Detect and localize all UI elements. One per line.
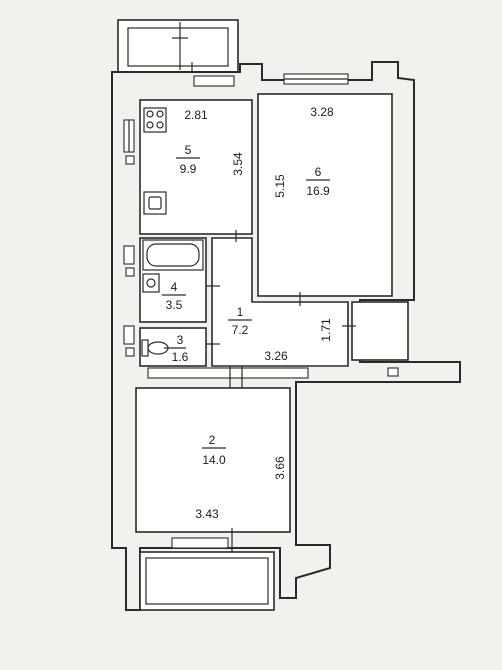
room-3-toilet xyxy=(139,327,207,367)
room-2-area: 14.0 xyxy=(202,453,226,467)
window-left-2 xyxy=(123,245,135,265)
window-bottom xyxy=(171,537,229,549)
room-1-number: 1 xyxy=(237,305,244,319)
room-3-area: 1.6 xyxy=(172,350,189,364)
window-left-3 xyxy=(123,325,135,345)
room-2-living xyxy=(135,387,291,533)
vent-left-1 xyxy=(125,155,135,165)
room-2-number: 2 xyxy=(209,433,216,447)
dim-living-depth: 3.66 xyxy=(273,456,287,480)
vent-left-3 xyxy=(125,347,135,357)
dim-living-width: 3.43 xyxy=(195,507,219,521)
room-3-number: 3 xyxy=(177,333,184,347)
room-5-area: 9.9 xyxy=(180,162,197,176)
corridor-wall-strip xyxy=(147,367,309,379)
room-5-number: 5 xyxy=(185,143,192,157)
bottom-balcony xyxy=(139,551,275,611)
dim-kitchen-depth: 3.54 xyxy=(231,152,245,176)
vent-left-2 xyxy=(125,267,135,277)
washbasin-icon xyxy=(142,273,160,293)
bathtub-icon xyxy=(142,239,204,271)
room-6-bedroom xyxy=(257,93,393,297)
marker-2 xyxy=(387,367,399,377)
window-top-kitchen xyxy=(193,75,235,87)
dim-bedroom-depth: 5.15 xyxy=(273,174,287,198)
stove-icon xyxy=(143,107,167,133)
room-6-area: 16.9 xyxy=(306,184,330,198)
room-4-area: 3.5 xyxy=(166,298,183,312)
room-6-number: 6 xyxy=(315,165,322,179)
dim-corridor-depth: 1.71 xyxy=(319,318,333,342)
room-1-area: 7.2 xyxy=(232,323,249,337)
room-1-hallway xyxy=(211,237,349,367)
entry-alcove xyxy=(351,301,409,361)
dim-bedroom-width: 3.28 xyxy=(310,105,334,119)
sink-icon xyxy=(143,191,167,215)
room-4-bathroom xyxy=(139,237,207,323)
top-balcony xyxy=(117,19,239,73)
dim-kitchen-width: 2.81 xyxy=(184,108,208,122)
dim-corridor-width: 3.26 xyxy=(264,349,288,363)
room-4-number: 4 xyxy=(171,280,178,294)
door-ticks xyxy=(206,230,356,558)
